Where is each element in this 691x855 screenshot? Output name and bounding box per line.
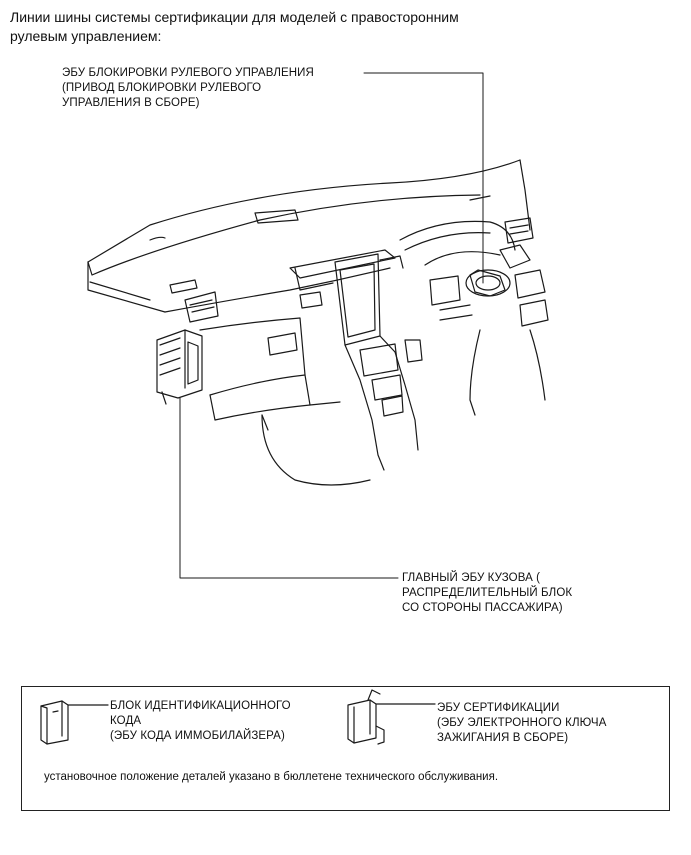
id-code-box-label: БЛОК ИДЕНТИФИКАЦИОННОГО КОДА (ЭБУ КОДА И… <box>110 699 291 744</box>
steering-lock-label-line-1: ЭБУ БЛОКИРОВКИ РУЛЕВОГО УПРАВЛЕНИЯ <box>62 67 314 79</box>
main-body-label-line-1: ГЛАВНЫЙ ЭБУ КУЗОВА ( <box>402 572 541 584</box>
main-body-label-line-3: СО СТОРОНЫ ПАССАЖИРА) <box>402 602 563 614</box>
leader-lines <box>179 72 484 579</box>
passenger-side-panels <box>184 291 371 486</box>
instrument-cluster <box>399 217 549 416</box>
main-body-ecu-shape <box>156 329 203 405</box>
id-code-box-icon <box>40 700 109 745</box>
main-body-ecu-label: ГЛАВНЫЙ ЭБУ КУЗОВА ( РАСПРЕДЕЛИТЕЛЬНЫЙ Б… <box>402 571 572 616</box>
center-console <box>289 249 423 471</box>
certification-label-line-1: ЭБУ СЕРТИФИКАЦИИ <box>437 702 560 714</box>
certification-ecu-icon <box>347 689 436 745</box>
title-line-1: Линии шины системы сертификации для моде… <box>10 9 459 25</box>
main-body-leader <box>179 397 399 579</box>
id-code-label-line-1: БЛОК ИДЕНТИФИКАЦИОННОГО <box>110 700 291 712</box>
id-code-label-line-3: (ЭБУ КОДА ИММОБИЛАЙЗЕРА) <box>110 730 285 742</box>
title-line-2: рулевым управлением: <box>10 28 162 44</box>
steering-lock-label-line-2: (ПРИВОД БЛОКИРОВКИ РУЛЕВОГО <box>62 82 262 94</box>
certification-ecu-label: ЭБУ СЕРТИФИКАЦИИ (ЭБУ ЭЛЕКТРОННОГО КЛЮЧА… <box>437 701 606 746</box>
legend-note: установочное положение деталей указано в… <box>44 771 499 783</box>
steering-lock-label-line-3: УПРАВЛЕНИЯ В СБОРЕ) <box>62 97 200 109</box>
id-code-label-line-2: КОДА <box>110 715 142 727</box>
certification-label-line-2: (ЭБУ ЭЛЕКТРОННОГО КЛЮЧА <box>437 717 607 729</box>
steering-lock-ecu-label: ЭБУ БЛОКИРОВКИ РУЛЕВОГО УПРАВЛЕНИЯ (ПРИВ… <box>62 66 314 111</box>
certification-label-line-3: ЗАЖИГАНИЯ В СБОРЕ) <box>437 732 569 744</box>
legend-box <box>21 686 670 811</box>
dashboard-outline <box>87 159 531 313</box>
page-title: Линии шины системы сертификации для моде… <box>10 8 570 46</box>
main-body-label-line-2: РАСПРЕДЕЛИТЕЛЬНЫЙ БЛОК <box>402 587 573 599</box>
steering-lock-leader <box>363 72 484 284</box>
